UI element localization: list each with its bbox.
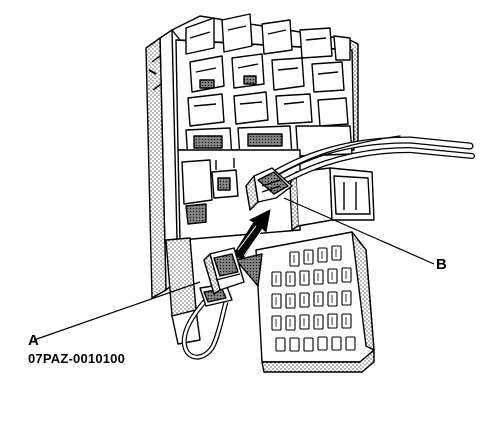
relay-row-1 [185,13,351,61]
leader-line-a [33,281,201,341]
fuse-panel [235,231,375,373]
connector-b [245,167,293,211]
fuse-grid [271,245,356,352]
insertion-arrow [233,209,271,261]
callout-label-b: B [436,256,447,273]
relay-row-3 [187,91,349,127]
relay-row-2 [189,53,345,93]
callout-label-a: A [28,332,39,349]
right-relay-block [289,167,375,231]
leader-lines [33,197,435,341]
leader-line-b [283,197,435,265]
fuse-box-body [145,13,375,345]
tool-a [181,247,245,360]
part-number-label: 07PAZ-0010100 [28,351,126,366]
small-square-connector [211,158,239,199]
